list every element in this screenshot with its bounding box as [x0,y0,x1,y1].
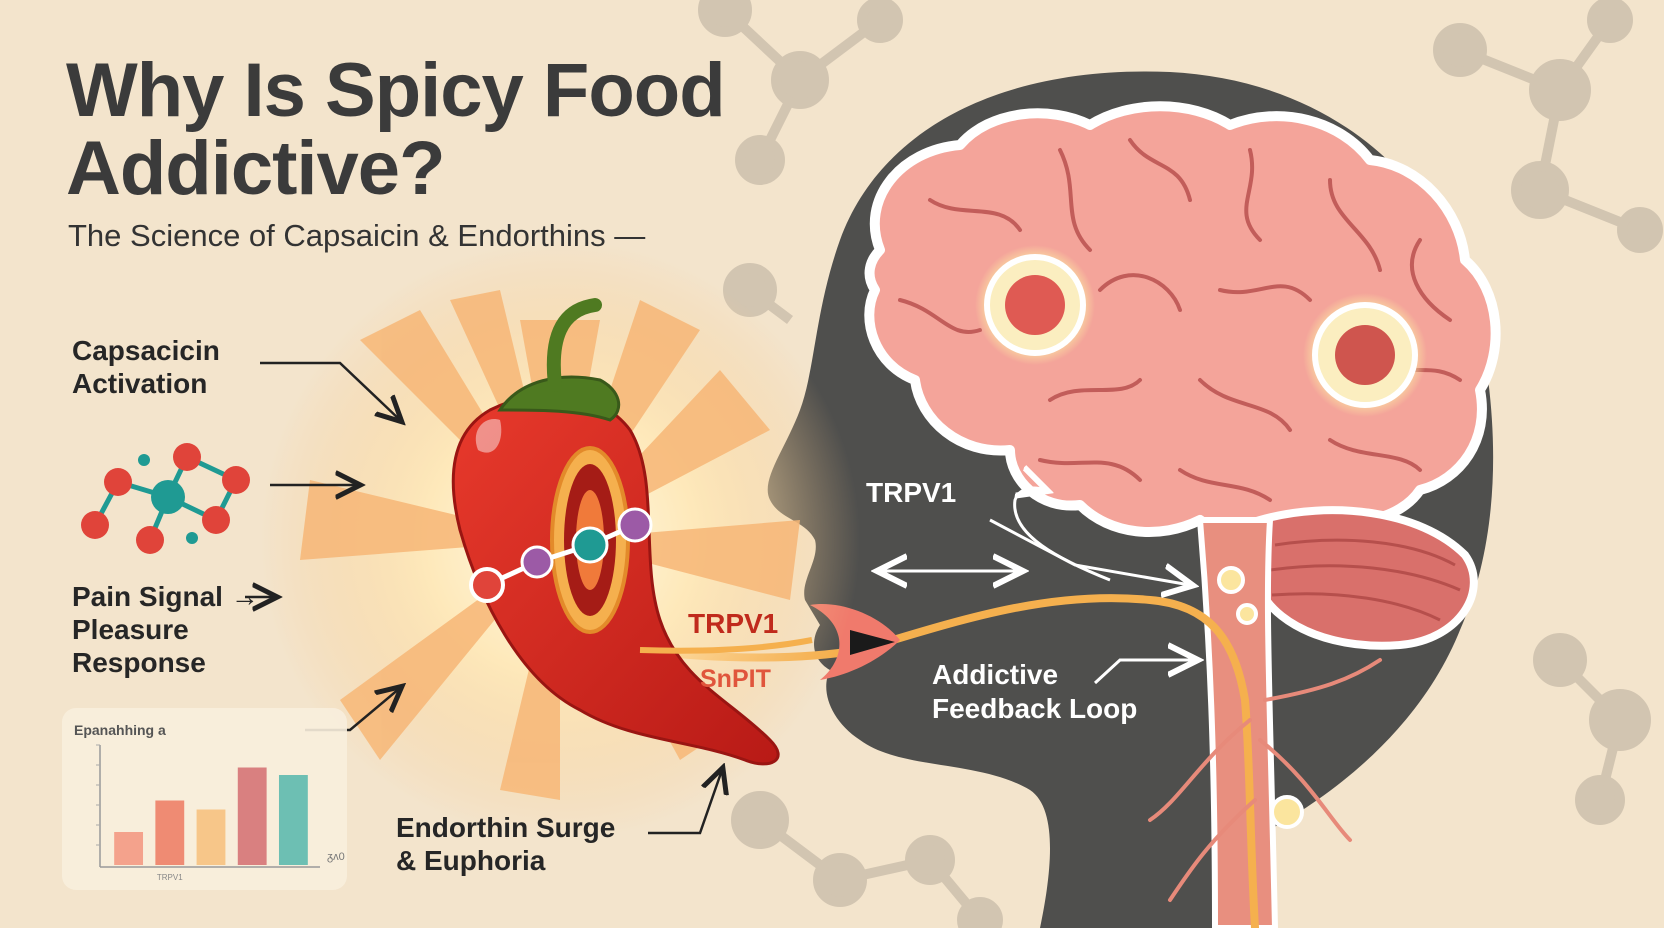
pain-label-line-2: Pleasure [72,614,189,645]
pepper-to-mouth-path [639,637,813,654]
title-line-1: Why Is Spicy Food [66,48,726,133]
capsaicin-label-line-2: Activation [72,368,208,399]
pain-pleasure-label: Pain Signal → Pleasure Response [72,580,259,679]
chart-bar-2 [155,800,185,865]
chart-note: ᵹᴧ0 [327,851,345,863]
chili-pepper [451,298,780,766]
pain-label-line-3: Response [72,647,206,678]
trpv1-mouth-label: TRPV1 [688,608,779,639]
annotation-arrows [245,361,722,835]
capsaicin-activation-label: Capsacicin Activation [72,334,220,400]
title-line-2: Addictive? [66,126,445,211]
endorphin-surge-label: Endorthin Surge & Euphoria [396,811,615,877]
mini-chart: TRPV1 [62,708,347,890]
endorphin-label-line-2: & Euphoria [396,845,546,876]
chart-bar-5 [278,775,308,865]
trpv1-head-label: TRPV1 [866,477,957,508]
page-subtitle: The Science of Capsaicin & Endorthins — [68,218,646,253]
capsaicin-molecule-icon [81,443,250,554]
feedback-arrows [989,488,1195,685]
feedback-label-line-2: Feedback Loop [932,693,1138,724]
brain [864,101,1501,928]
feedback-loop-label: Addictive Feedback Loop [932,658,1137,726]
chart-category-label-2: TRPV1 [157,873,183,882]
page-title: Why Is Spicy Food Addictive? [66,48,726,211]
capsaicin-label-line-1: Capsacicin [72,335,220,366]
chart-bar-1 [114,832,144,865]
endorphin-label-line-1: Endorthin Surge [396,812,616,843]
pain-label-line-1: Pain Signal → [72,581,259,612]
chart-bar-3 [196,809,226,865]
chart-bar-4 [237,767,267,865]
snpit-label: SnPIT [700,665,771,693]
background-molecules [698,0,1663,928]
chart-title: Epanahhing a [74,722,166,738]
feedback-label-line-1: Addictive [932,659,1059,690]
